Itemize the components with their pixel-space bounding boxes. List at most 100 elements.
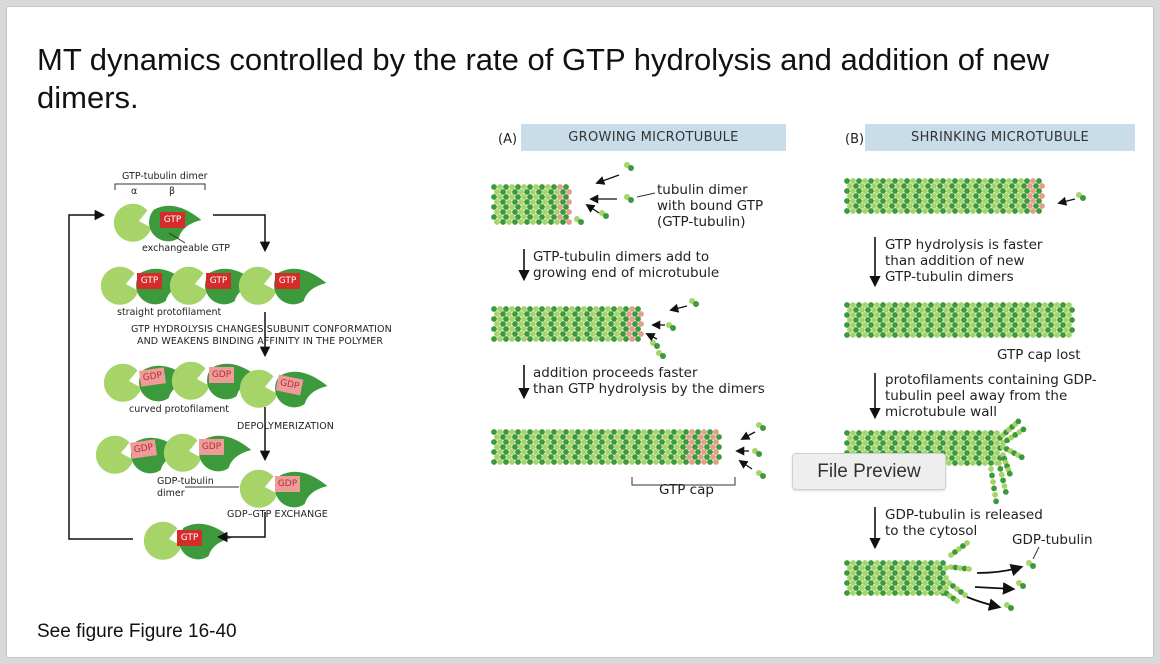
free-dimer-beta bbox=[693, 301, 699, 307]
panel-a-step1: GTP-tubulin dimers add to growing end of… bbox=[533, 249, 720, 281]
panel-a-gtp-cap-label: GTP cap bbox=[659, 482, 714, 498]
panel-a-dimer-caption: tubulin dimer with bound GTP (GTP-tubuli… bbox=[657, 182, 764, 230]
gdp-tag-depol-1: GDP bbox=[130, 439, 157, 459]
gdp-tubulin-label-1: GDP-tubulin bbox=[157, 476, 214, 487]
free-dimer-beta bbox=[654, 343, 660, 349]
panel-a-header: GROWING MICROTUBULE bbox=[521, 124, 786, 151]
alpha-tubulin bbox=[100, 266, 139, 305]
gtp-tag-bottom: GTP bbox=[177, 530, 202, 546]
cycle-arrow-exchange bbox=[216, 512, 266, 543]
alpha-tubulin bbox=[143, 521, 182, 560]
figure-reference: See figure Figure 16-40 bbox=[37, 621, 237, 642]
cycle-arrow-top bbox=[213, 214, 271, 253]
released-protofilament-3 bbox=[946, 580, 968, 598]
slide-title: MT dynamics controlled by the rate of GT… bbox=[37, 42, 1050, 115]
panel-b-cap-lost: GTP cap lost bbox=[997, 347, 1081, 363]
peeling-protofilament-5 bbox=[988, 466, 999, 505]
alpha-tubulin bbox=[169, 266, 208, 305]
add-arrow-b1 bbox=[1057, 196, 1076, 206]
alpha-tubulin bbox=[163, 433, 202, 472]
beta-label: β bbox=[169, 186, 176, 197]
alpha-tubulin bbox=[171, 361, 210, 400]
dimer-bracket bbox=[114, 183, 206, 190]
hydrolysis-caption-1: GTP HYDROLYSIS CHANGES SUBUNIT CONFORMAT… bbox=[131, 324, 392, 335]
free-dimer-beta bbox=[1008, 605, 1014, 611]
free-dimer-beta bbox=[1030, 563, 1036, 569]
exchangeable-gtp-label: exchangeable GTP bbox=[142, 243, 231, 254]
tubulin-cycle-diagram bbox=[68, 183, 328, 560]
gtp-tag-straight-3: GTP bbox=[275, 273, 300, 289]
free-dimer-beta bbox=[760, 473, 766, 479]
microtubule-drawings bbox=[491, 162, 1086, 611]
free-dimer-beta bbox=[628, 197, 634, 203]
add-arrow-1 bbox=[595, 174, 620, 185]
panel-b-tag: (B) bbox=[845, 132, 865, 147]
add-arrow-4 bbox=[669, 303, 688, 313]
released-protofilament-1 bbox=[948, 540, 970, 558]
gdp-tag-free-dimer: GDP bbox=[275, 476, 300, 492]
free-dimer-beta bbox=[628, 165, 634, 171]
depolymerization-label: DEPOLYMERIZATION bbox=[237, 421, 335, 432]
release-arrow-1 bbox=[976, 564, 1024, 577]
add-arrow-9 bbox=[738, 459, 753, 470]
slide: MT dynamics controlled by the rate of GT… bbox=[6, 6, 1154, 658]
free-dimer-beta bbox=[756, 451, 762, 457]
peeling-protofilament-1 bbox=[1000, 418, 1022, 438]
alpha-label: α bbox=[131, 186, 138, 197]
alpha-tubulin bbox=[103, 363, 142, 402]
alpha-tubulin bbox=[113, 203, 152, 242]
shrinking-mt-1 bbox=[844, 178, 1045, 214]
gtp-tubulin-dimer-label: GTP-tubulin dimer bbox=[122, 171, 208, 182]
panel-b-released-label: GDP-tubulin bbox=[1012, 532, 1093, 548]
hydrolysis-caption-2: AND WEAKENS BINDING AFFINITY IN THE POLY… bbox=[137, 336, 384, 347]
free-dimer-beta bbox=[1080, 195, 1086, 201]
free-dimer-beta bbox=[670, 325, 676, 331]
panel-b-step2: protofilaments containing GDP- tubulin p… bbox=[885, 372, 1097, 420]
panel-a-step2: addition proceeds faster than GTP hydrol… bbox=[533, 365, 765, 397]
add-arrow-3 bbox=[585, 203, 600, 214]
gdp-gtp-exchange-label: GDP–GTP EXCHANGE bbox=[227, 509, 328, 520]
dimer-caption-pointer bbox=[636, 192, 656, 198]
free-dimer-beta bbox=[660, 353, 666, 359]
released-mt bbox=[844, 560, 949, 596]
exchangeable-pointer bbox=[168, 232, 186, 244]
peeling-protofilament-6 bbox=[1000, 444, 1025, 461]
gtp-cap-bracket bbox=[631, 477, 736, 486]
curved-protofilament-label: curved protofilament bbox=[129, 404, 230, 415]
release-arrow-3 bbox=[966, 596, 1002, 611]
growing-mt-1 bbox=[491, 184, 572, 225]
free-dimer-beta bbox=[578, 219, 584, 225]
free-dimer-beta bbox=[603, 213, 609, 219]
released-protofilament-2 bbox=[948, 564, 972, 572]
gdp-tag-depol-2: GDP bbox=[199, 439, 224, 455]
file-preview-button[interactable]: File Preview bbox=[792, 453, 946, 490]
panel-b-step1: GTP hydrolysis is faster than addition o… bbox=[885, 237, 1043, 285]
gtp-tag-straight-2: GTP bbox=[206, 273, 231, 289]
peeling-protofilament-3 bbox=[1000, 452, 1013, 477]
gtp-tag-top: GTP bbox=[160, 212, 185, 228]
panel-b-step3: GDP-tubulin is released to the cytosol bbox=[885, 507, 1043, 539]
release-arrow-2 bbox=[974, 582, 1016, 595]
released-label-pointer bbox=[1032, 546, 1040, 560]
free-dimer-beta bbox=[760, 425, 766, 431]
free-dimer-beta bbox=[1020, 583, 1026, 589]
alpha-tubulin bbox=[238, 266, 277, 305]
gtp-tag-straight-1: GTP bbox=[137, 273, 162, 289]
growing-mt-2 bbox=[491, 306, 644, 342]
alpha-tubulin bbox=[95, 435, 134, 474]
panel-a-tag: (A) bbox=[498, 132, 518, 147]
cycle-arrow-return bbox=[68, 209, 133, 540]
gdp-tag-curved-2: GDP bbox=[209, 367, 234, 383]
shrinking-mt-2 bbox=[844, 302, 1075, 338]
peeling-protofilament-2 bbox=[1000, 426, 1027, 446]
panel-b-header: SHRINKING MICROTUBULE bbox=[865, 124, 1135, 151]
peeling-protofilament-4 bbox=[996, 460, 1009, 495]
growing-mt-3 bbox=[491, 429, 722, 465]
gdp-tag-curved-1: GDP bbox=[139, 367, 166, 387]
alpha-tubulin bbox=[239, 469, 278, 508]
gdp-tubulin-label-2: dimer bbox=[157, 488, 185, 499]
add-arrow-7 bbox=[740, 431, 756, 440]
straight-protofilament-label: straight protofilament bbox=[117, 307, 222, 318]
alpha-tubulin bbox=[239, 369, 278, 408]
released-protofilament-4 bbox=[940, 588, 960, 604]
